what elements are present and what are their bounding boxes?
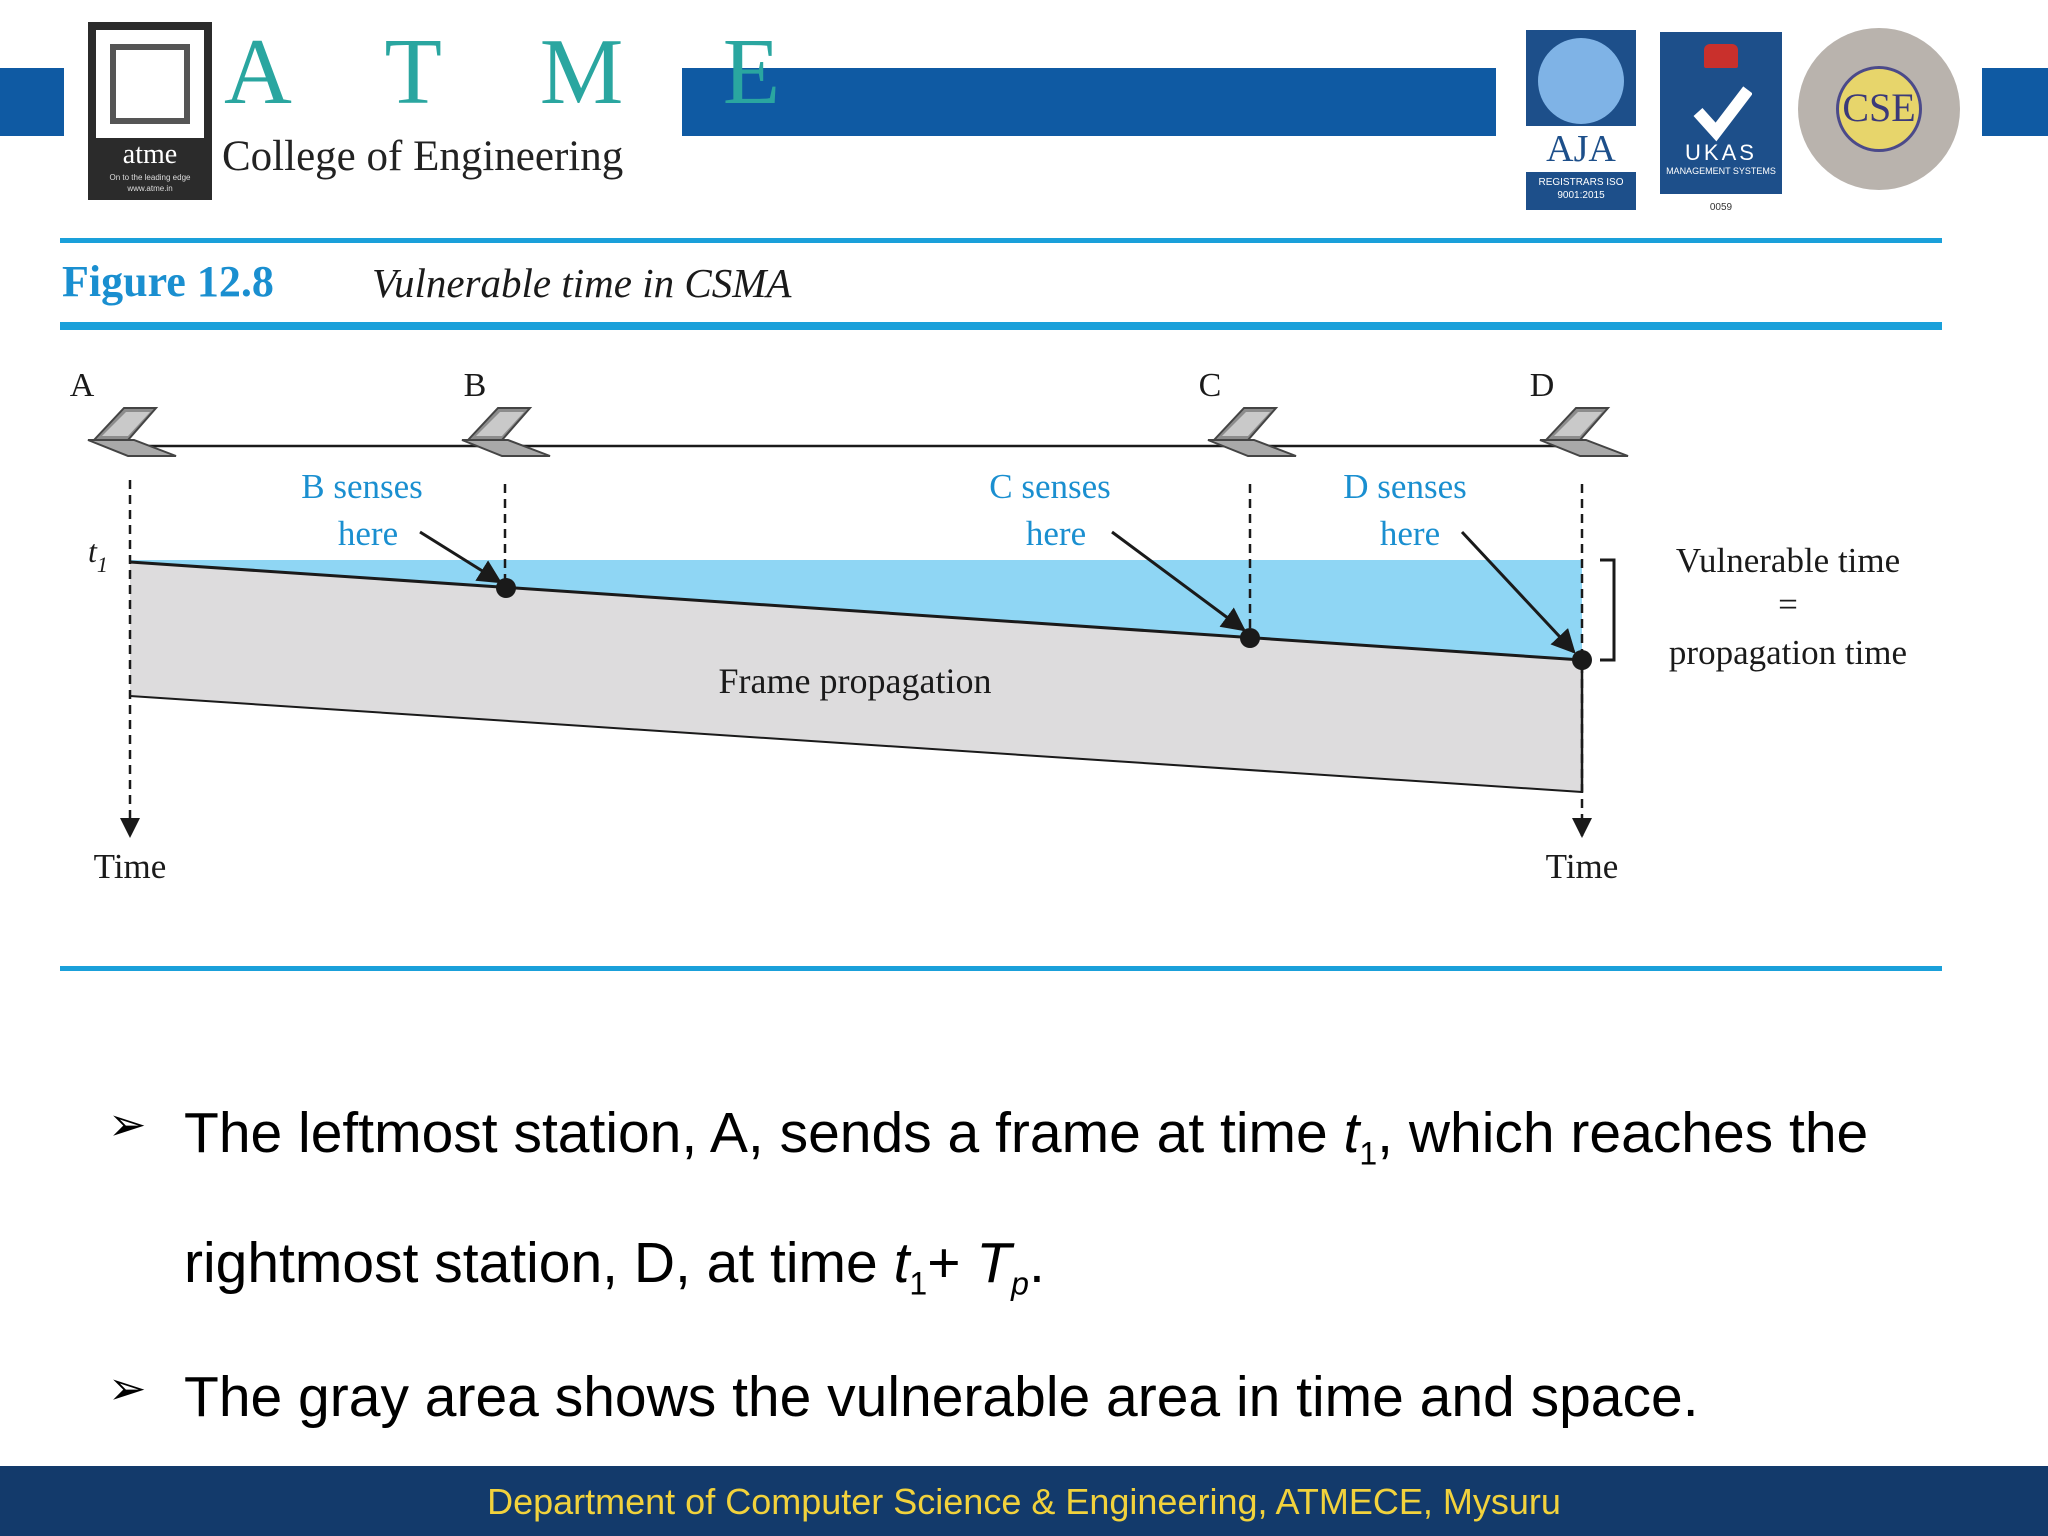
footer-text: Department of Computer Science & Enginee… xyxy=(487,1481,1561,1522)
laptop-icon-b xyxy=(461,407,551,457)
seal-center xyxy=(1836,66,1922,152)
station-label-d: D xyxy=(1530,367,1555,404)
bullet-arrow-icon-1: ➢ xyxy=(108,1098,147,1150)
brand-name: A T M E xyxy=(224,20,819,124)
t1-subscript: 1 xyxy=(97,552,108,577)
bullet-1-sub: 1 xyxy=(1359,1135,1378,1172)
aja-cert-logo: AJA REGISTRARS ISO 9001:2015 xyxy=(1526,30,1636,210)
c-senses-line1: C senses xyxy=(989,467,1111,506)
station-label-a: A xyxy=(70,367,95,404)
bullet-1-period: . xyxy=(1028,1231,1045,1295)
logo-frame xyxy=(96,30,204,138)
aja-sub: REGISTRARS ISO 9001:2015 xyxy=(1538,177,1624,201)
bullet-1-p-letter: p xyxy=(1011,1265,1029,1302)
atme-logo: atme On to the leading edge www.atme.in xyxy=(88,22,212,200)
station-label-b: B xyxy=(464,367,487,404)
bullet-1-plus: + xyxy=(927,1231,977,1295)
cse-seal: CSE xyxy=(1798,28,1960,190)
time-label-left: Time xyxy=(94,847,167,886)
frame-propagation-region xyxy=(130,562,1582,792)
frame-propagation-label: Frame propagation xyxy=(719,661,992,701)
aja-label: AJA xyxy=(1526,126,1636,172)
laptop-icon-d xyxy=(1539,407,1629,457)
vulnerable-time-bracket xyxy=(1600,558,1616,662)
bullet-arrow-icon-2: ➢ xyxy=(108,1362,147,1414)
bullet-1-t2: t xyxy=(893,1231,910,1295)
bullet-1-T: T xyxy=(976,1231,1012,1295)
bullet-1-text-a: The leftmost station, A, sends a frame a… xyxy=(184,1101,1344,1165)
crown-icon xyxy=(1704,44,1738,68)
figure-top-rule xyxy=(60,238,1942,243)
frame-trailing-edge xyxy=(129,695,1583,793)
frame-leading-edge xyxy=(129,560,1583,662)
vulnerable-line1: Vulnerable time xyxy=(1676,541,1900,580)
header-band-middle xyxy=(682,68,1496,136)
logo-tagline: On to the leading edge www.atme.in xyxy=(109,173,191,193)
b-senses-line1: B senses xyxy=(301,467,423,506)
footer-bar xyxy=(0,1466,2048,1536)
vulnerable-line2: = xyxy=(1778,585,1798,624)
bullet-1-p: p xyxy=(1011,1265,1029,1301)
laptop-icon-c xyxy=(1207,407,1297,457)
b-sense-arrow xyxy=(419,530,503,584)
bullet-1-line-1: The leftmost station, A, sends a frame a… xyxy=(184,1100,1868,1186)
c-senses-line2: here xyxy=(1026,514,1086,553)
header-band-left xyxy=(0,68,64,136)
ukas-number: 0059 xyxy=(1709,202,1733,213)
laptop-icon-a xyxy=(87,407,177,457)
b-senses-line2: here xyxy=(338,514,398,553)
ukas-cert-logo: UKAS MANAGEMENT SYSTEMS xyxy=(1660,32,1782,194)
figure-caption-rule xyxy=(60,322,1942,330)
d-senses-line1: D senses xyxy=(1343,467,1466,506)
d-sense-arrow xyxy=(1460,530,1576,654)
ukas-sub: MANAGEMENT SYSTEMS xyxy=(1666,166,1776,176)
sense-point-b xyxy=(496,578,516,598)
globe-icon xyxy=(1538,38,1624,124)
station-label-c: C xyxy=(1199,367,1222,404)
sense-point-c xyxy=(1240,628,1260,648)
bullet-1-t: t xyxy=(1343,1101,1360,1165)
ukas-label: UKAS xyxy=(1685,140,1757,165)
bullet-2-text: The gray area shows the vulnerable area … xyxy=(184,1365,1699,1429)
time-label-right: Time xyxy=(1546,847,1619,886)
checkmark-icon xyxy=(1693,86,1752,142)
header-band-right xyxy=(1982,68,2048,136)
bullet-1-sub2: 1 xyxy=(909,1265,928,1302)
csma-diagram: A B C D t1 B senses here C senses here D… xyxy=(70,367,1907,886)
bullet-1-line-2: rightmost station, D, at time t1+ Tp. xyxy=(184,1230,1045,1316)
vulnerable-line3: propagation time xyxy=(1669,633,1907,672)
logo-frame-inner xyxy=(110,44,190,124)
t1-letter: t xyxy=(88,533,98,569)
figure-number: Figure 12.8 xyxy=(62,257,274,306)
d-senses-line2: here xyxy=(1380,514,1440,553)
t1-label: t1 xyxy=(88,533,108,577)
logo-word: atme xyxy=(122,139,178,170)
sense-point-d xyxy=(1572,650,1592,670)
brand-subtitle: College of Engineering xyxy=(222,133,624,180)
c-sense-arrow xyxy=(1111,530,1246,632)
figure-bottom-rule xyxy=(60,966,1942,971)
bullet-1-text-b: , which reaches the xyxy=(1377,1101,1869,1165)
bullet-1-text-c: rightmost station, D, at time xyxy=(184,1231,894,1295)
seal-text: CSE xyxy=(1842,85,1916,130)
figure-title: Vulnerable time in CSMA xyxy=(372,260,792,306)
